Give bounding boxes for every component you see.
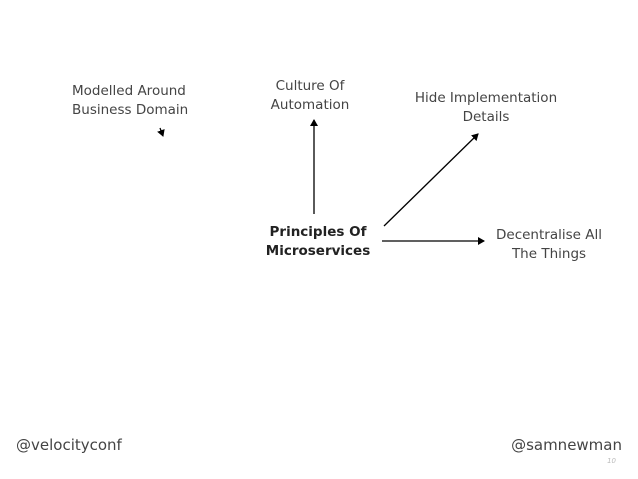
node-hide-implementation-details: Hide Implementation Details — [414, 90, 558, 125]
footer-left-handle: @velocityconf — [16, 436, 122, 454]
page-number: 10 — [607, 457, 616, 465]
node-modelled-around-business-domain: Modelled Around Business Domain — [72, 83, 189, 118]
footer-right-handle: @samnewman — [511, 436, 622, 454]
arrow-to-hide — [383, 133, 479, 227]
arrow-to-modelled — [157, 127, 165, 137]
node-culture-of-automation: Culture Of Automation — [270, 78, 350, 113]
node-decentralise-all-the-things: Decentralise All The Things — [496, 227, 602, 262]
node-principles-of-microservices: Principles Of Microservices — [265, 224, 371, 259]
